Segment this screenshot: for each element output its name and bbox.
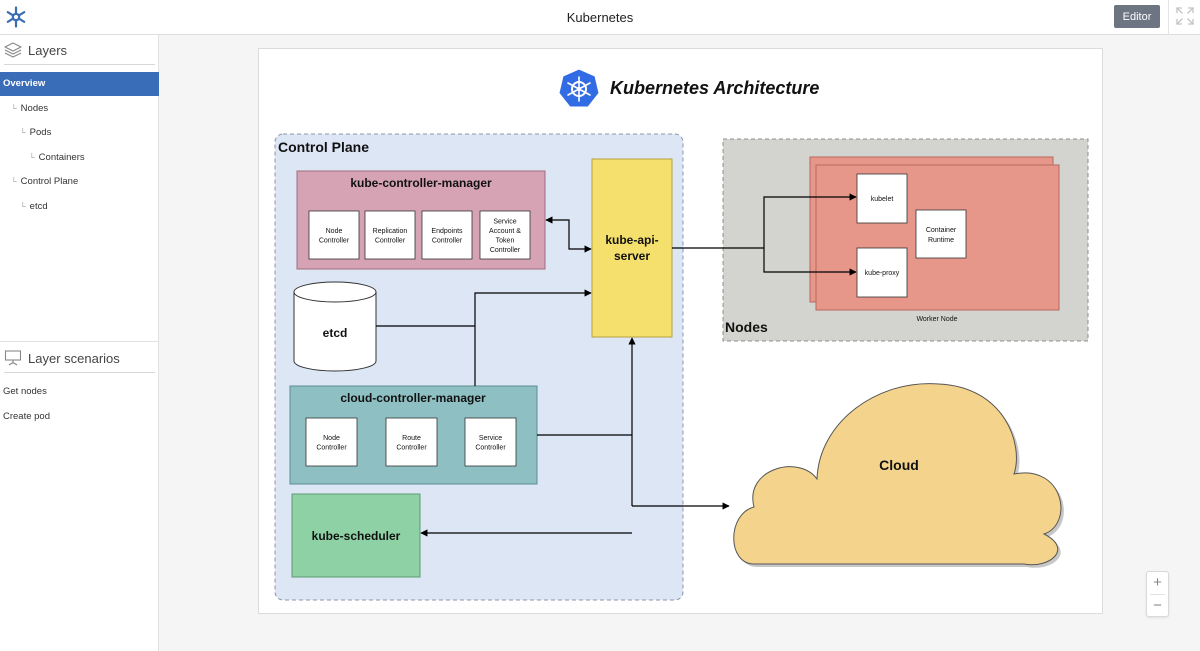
zoom-controls: + − — [1146, 571, 1169, 617]
control-plane-label: Control Plane — [278, 139, 369, 155]
kcm-controller-box-2[interactable] — [421, 210, 473, 260]
kcm-controller-box-1[interactable] — [364, 210, 416, 260]
header-divider — [1168, 0, 1169, 35]
kcm-controller-label-3-2: Token — [496, 237, 515, 244]
ccm-controller-label-1-0: Route — [402, 435, 421, 442]
ccm-controller-label-2-1: Controller — [475, 444, 506, 451]
sidebar: Layers Overview └Nodes └Pods └Containers… — [0, 35, 159, 651]
layer-item-pods[interactable]: └Pods — [20, 127, 52, 138]
scenario-get-nodes[interactable]: Get nodes — [3, 386, 47, 397]
editor-button[interactable]: Editor — [1114, 5, 1160, 28]
kubernetes-helm-icon[interactable] — [5, 6, 27, 28]
layer-item-overview[interactable]: Overview — [0, 72, 159, 96]
ccm-controller-box-0[interactable] — [305, 417, 358, 467]
kcm-controller-label-3-0: Service — [493, 218, 516, 225]
kube-proxy-label: kube-proxy — [865, 270, 900, 277]
kube-scheduler-box[interactable] — [291, 493, 421, 578]
connector-ccm-api — [474, 289, 592, 386]
ccm-controller-label-2-0: Service — [479, 435, 502, 442]
kcm-controller-label-2-0: Endpoints — [431, 228, 463, 235]
ccm-controller-label-0-1: Controller — [316, 444, 347, 451]
ccm-controller-label-0-0: Node — [323, 435, 340, 442]
kube-proxy-box[interactable] — [856, 247, 908, 298]
kcm-controller-label-3-1: Account & — [489, 228, 521, 235]
ccm-controller-box-2[interactable] — [464, 417, 517, 467]
cloud-shape[interactable] — [733, 383, 1062, 566]
connector-kube-proxy — [763, 248, 857, 276]
nodes-label: Nodes — [725, 319, 768, 335]
cloud-label: Cloud — [879, 457, 919, 473]
layers-panel-header: Layers — [0, 35, 159, 65]
layer-item-control-plane[interactable]: └Control Plane — [11, 176, 79, 187]
app-title: Kubernetes — [566, 10, 634, 25]
kcm-controller-label-1-0: Replication — [373, 228, 408, 235]
worker-node-label: Worker Node — [916, 316, 957, 323]
presentation-icon — [4, 350, 22, 366]
container-runtime-line2: Runtime — [928, 237, 954, 244]
container-runtime-box[interactable] — [915, 209, 967, 259]
kcm-controller-box-3[interactable] — [479, 210, 531, 260]
layers-icon — [4, 42, 22, 58]
scenario-create-pod[interactable]: Create pod — [3, 411, 51, 422]
architecture-diagram: Kubernetes Architecture Control Plane ku… — [274, 68, 1089, 601]
kcm-controller-label-0-0: Node — [326, 228, 343, 235]
top-bar: Kubernetes Editor — [0, 0, 1200, 35]
kcm-controller-label-1-1: Controller — [375, 237, 406, 244]
kcm-controller-box-0[interactable] — [308, 210, 360, 260]
layer-item-nodes[interactable]: └Nodes — [11, 103, 49, 114]
zoom-out-button[interactable]: − — [1153, 597, 1162, 614]
expand-icon[interactable] — [1176, 7, 1194, 25]
diagram-title: Kubernetes Architecture — [610, 78, 819, 98]
connector-kubelet — [763, 193, 857, 248]
kcm-controller-label-3-3: Controller — [490, 247, 521, 254]
ccm-title: cloud-controller-manager — [340, 391, 486, 405]
api-server-label-line1: kube-api- — [605, 233, 658, 247]
diagram-canvas[interactable]: Kubernetes Architecture Control Plane ku… — [258, 48, 1103, 614]
etcd-cylinder[interactable] — [293, 281, 377, 372]
etcd-label: etcd — [323, 326, 348, 340]
layer-item-containers[interactable]: └Containers — [29, 152, 85, 163]
kubelet-box[interactable] — [856, 173, 908, 224]
container-runtime-line1: Container — [926, 227, 957, 234]
kcm-controller-label-0-1: Controller — [319, 237, 350, 244]
zoom-in-button[interactable]: + — [1153, 574, 1162, 591]
ccm-controller-label-1-1: Controller — [396, 444, 427, 451]
api-server-label-line2: server — [614, 249, 650, 263]
kcm-controller-label-2-1: Controller — [432, 237, 463, 244]
kube-api-server-box[interactable] — [591, 158, 673, 338]
kubernetes-logo-icon — [558, 68, 600, 108]
kcm-title: kube-controller-manager — [350, 176, 492, 190]
scenarios-panel-header: Layer scenarios — [0, 343, 159, 373]
ccm-controller-box-1[interactable] — [385, 417, 438, 467]
scheduler-label: kube-scheduler — [312, 529, 401, 543]
layer-item-etcd[interactable]: └etcd — [20, 201, 48, 212]
connector-kcm-api — [545, 216, 592, 253]
layers-title: Layers — [28, 43, 68, 58]
kubelet-label: kubelet — [871, 196, 894, 203]
scenarios-title: Layer scenarios — [28, 351, 120, 366]
